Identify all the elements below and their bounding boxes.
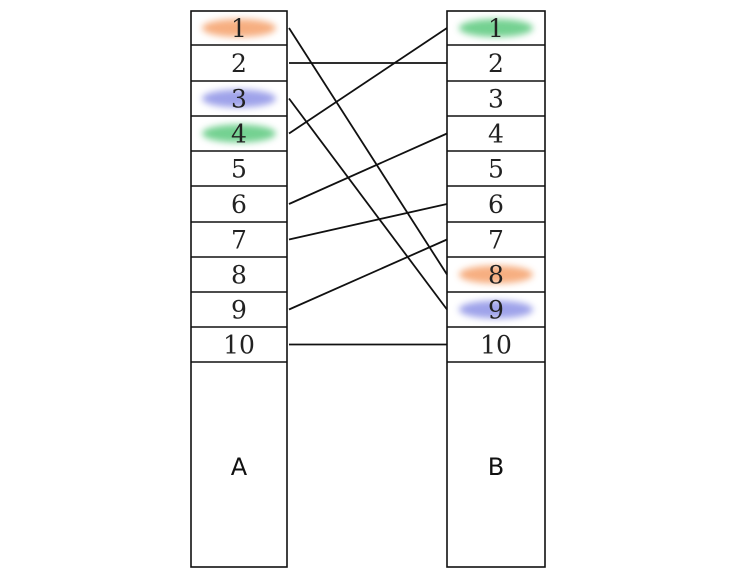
column-b-cell-7: 7 — [488, 226, 504, 255]
column-a-cell-8: 8 — [231, 261, 247, 290]
column-b-cell-8: 8 — [488, 261, 504, 290]
column-b-label: B — [488, 453, 504, 481]
highlight-orange-b-8 — [459, 265, 533, 284]
column-a-label: A — [231, 453, 248, 481]
connection-line-a6-b4 — [288, 132, 448, 205]
highlight-green-b-1 — [459, 19, 533, 37]
column-b-cell-5: 5 — [488, 155, 504, 184]
column-b-cell-6: 6 — [488, 190, 504, 219]
column-a-box — [190, 10, 288, 568]
column-b-cell-1: 1 — [488, 14, 504, 43]
highlight-blue-a-3 — [202, 89, 276, 108]
connection-line-a4-b1 — [288, 27, 448, 135]
column-b-cell-9: 9 — [488, 296, 504, 325]
column-a-cell-1: 1 — [231, 14, 247, 43]
connection-line-a3-b9 — [288, 97, 448, 311]
column-b-cell-4: 4 — [488, 120, 504, 149]
highlight-orange-a-1 — [202, 19, 276, 37]
column-b-cell-10: 10 — [480, 331, 512, 360]
highlight-blue-b-9 — [459, 300, 533, 319]
column-a-cell-4: 4 — [231, 120, 247, 149]
connection-line-a9-b7 — [288, 238, 448, 311]
connection-line-a7-b6 — [288, 203, 448, 241]
column-a-cell-2: 2 — [231, 49, 247, 78]
column-a-cell-3: 3 — [231, 85, 247, 114]
column-a-cell-9: 9 — [231, 296, 247, 325]
connection-line-a1-b8 — [288, 27, 448, 275]
column-a-cell-6: 6 — [231, 190, 247, 219]
highlight-green-a-4 — [202, 124, 276, 143]
column-b-cell-3: 3 — [488, 85, 504, 114]
column-b-box — [446, 10, 546, 568]
column-a-cell-10: 10 — [223, 331, 255, 360]
column-a-cell-7: 7 — [231, 226, 247, 255]
column-a-cell-5: 5 — [231, 155, 247, 184]
column-b-cell-2: 2 — [488, 49, 504, 78]
